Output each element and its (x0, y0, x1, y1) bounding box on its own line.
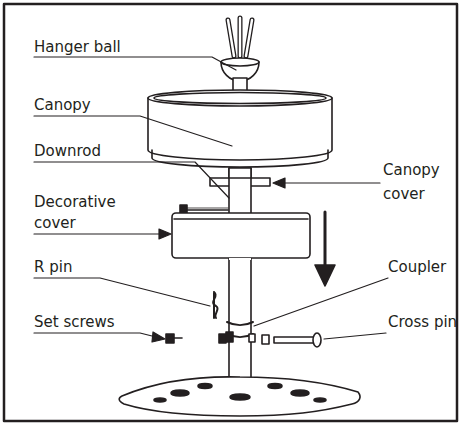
leader-line (324, 333, 386, 339)
leader-line (34, 233, 160, 234)
motor-housing (119, 377, 360, 416)
coupler (226, 322, 255, 342)
part-label: Set screws (34, 313, 115, 331)
wires (228, 18, 252, 56)
leader-lines (34, 57, 388, 342)
r-pin (213, 292, 218, 318)
direction-arrow (315, 212, 335, 286)
set-screws (166, 334, 226, 343)
leader-arrowhead (152, 332, 165, 342)
downrod (229, 168, 251, 380)
downrod-top (229, 168, 251, 178)
part-label: Canopy (34, 96, 91, 114)
leader-line (34, 278, 210, 306)
leader-line (34, 57, 236, 70)
leader-arrowhead (273, 178, 285, 188)
canopy (148, 90, 332, 167)
leader-arrowhead (159, 229, 171, 239)
part-label: Decorative cover (34, 192, 134, 234)
decorative-cover (172, 213, 310, 260)
part-label: Downrod (34, 142, 101, 160)
part-label: Canopy cover (383, 158, 455, 206)
leader-line (283, 182, 380, 183)
cross-pin (262, 333, 321, 347)
frame (4, 4, 457, 421)
part-label: Coupler (388, 258, 446, 276)
leader-line (34, 162, 229, 198)
leader-line (34, 333, 156, 337)
leader-line (34, 116, 232, 146)
leader-line (254, 278, 388, 326)
part-label: Hanger ball (34, 38, 121, 56)
part-label: R pin (34, 258, 72, 276)
part-label: Cross pin (388, 313, 457, 331)
